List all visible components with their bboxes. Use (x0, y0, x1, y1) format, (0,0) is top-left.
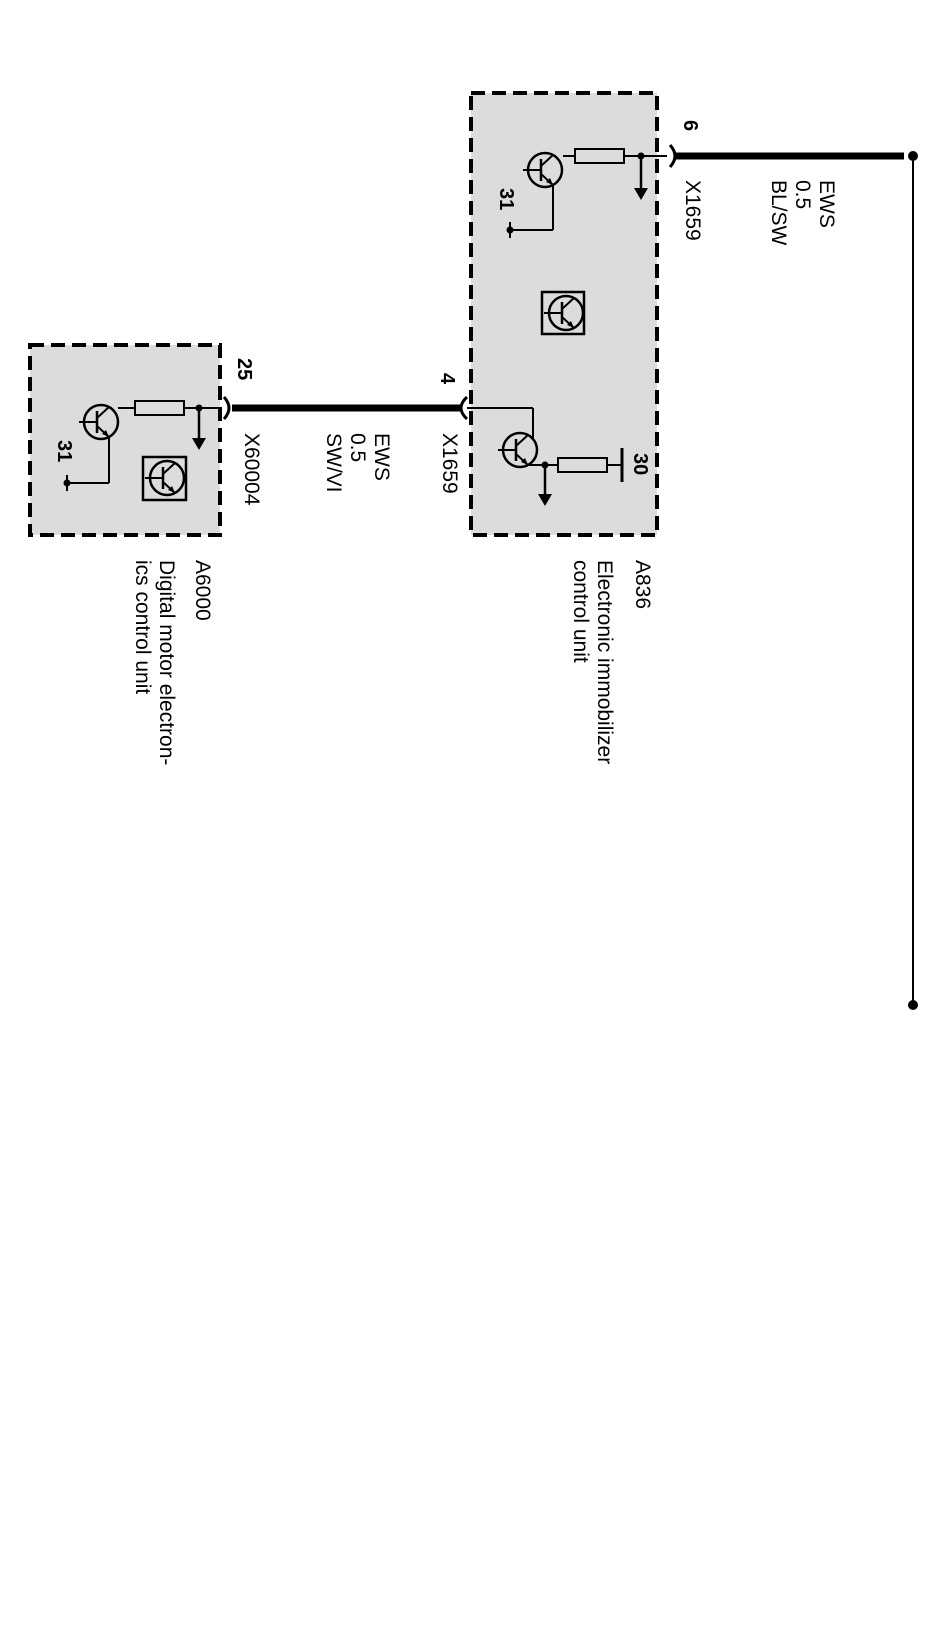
wire2-color-label: SW/VI (322, 433, 345, 493)
module-a836-box (469, 91, 659, 537)
pin-6-label: 6 (679, 120, 701, 131)
wire1-color-label: BL/SW (767, 180, 790, 246)
module-a836-name-line2: control unit (569, 560, 592, 663)
a836-output-stage-upper (506, 148, 667, 238)
pin-30-a836: 30 (629, 453, 651, 475)
module-a6000-box (28, 343, 222, 537)
pin-31-a836: 31 (495, 188, 517, 210)
module-a6000-name-line2: ics control unit (131, 560, 154, 694)
wire2-gauge-label: 0.5 (346, 433, 369, 462)
a836-output-stage-lower (467, 407, 624, 506)
pin-31-a6000: 31 (53, 440, 75, 462)
connector-x60004-label: X60004 (240, 433, 263, 506)
module-a6000-id: A6000 (191, 560, 214, 621)
wire1-signal-label: EWS (815, 180, 838, 228)
connector-x1659-pin6 (668, 143, 677, 169)
pin-25-label: 25 (233, 358, 255, 380)
a836-transistor-symbol-icon (540, 290, 586, 336)
module-a6000-name-line1: Digital motor electron- (155, 560, 178, 765)
a6000-output-stage (63, 400, 218, 491)
wire1-gauge-label: 0.5 (791, 180, 814, 209)
bus-node-bottom (908, 1000, 918, 1010)
module-a836-name-line1: Electronic immobilizer (593, 560, 616, 764)
module-a836-id: A836 (631, 560, 654, 609)
connector-x1659-pin4 (459, 395, 469, 421)
connector-x1659-label-lower: X1659 (438, 433, 461, 494)
a6000-transistor-symbol-icon (141, 455, 188, 502)
connector-x60004-pin25 (222, 395, 231, 421)
bus-node-top (908, 151, 918, 161)
connector-x1659-label-upper: X1659 (681, 180, 704, 241)
pin-4-label: 4 (436, 373, 458, 385)
wire2-signal-label: EWS (370, 433, 393, 481)
